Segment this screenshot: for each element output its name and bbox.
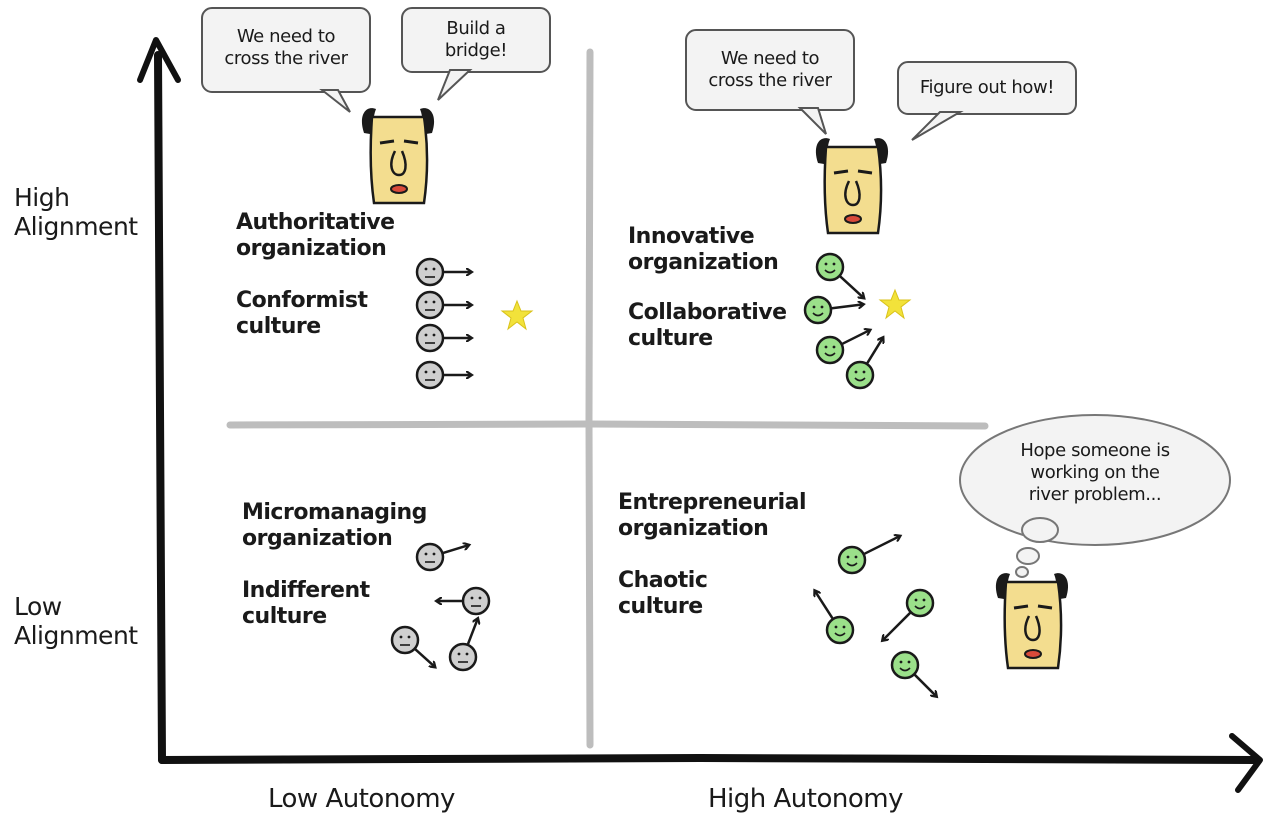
goal-star-icon bbox=[500, 299, 534, 331]
y-axis-arrowhead bbox=[137, 37, 181, 83]
y-axis-low-label: Low Alignment bbox=[14, 592, 138, 650]
bubble-text-tl-1: We need to cross the river bbox=[224, 26, 348, 69]
y-axis-line bbox=[154, 51, 166, 764]
team-member-icon bbox=[845, 338, 883, 390]
team-member-icon bbox=[815, 330, 870, 365]
top-left-culture-label: Conformist culture bbox=[236, 288, 368, 339]
boss-character-icon bbox=[995, 573, 1069, 670]
team-member-icon bbox=[837, 536, 900, 575]
thought-text: Hope someone is working on the river pro… bbox=[1020, 440, 1170, 505]
boss-character-icon bbox=[361, 108, 435, 205]
team-member-icon bbox=[890, 650, 936, 696]
vertical-divider bbox=[585, 48, 594, 749]
team-member-icon bbox=[390, 625, 435, 667]
top-right-organization-label: Innovative organization bbox=[628, 224, 779, 275]
speech-bubble-tl-1 bbox=[201, 7, 371, 113]
boss-character-icon bbox=[815, 138, 889, 235]
team-member-icon bbox=[815, 591, 855, 645]
team-member-icon bbox=[415, 290, 471, 320]
thought-cloud bbox=[959, 414, 1231, 578]
x-axis-high-label: High Autonomy bbox=[708, 784, 904, 814]
bubble-text-tl-2: Build a bridge! bbox=[444, 18, 508, 61]
x-axis-line bbox=[158, 753, 1259, 764]
goal-star-icon bbox=[878, 288, 912, 320]
x-axis-arrowhead bbox=[1229, 733, 1263, 793]
team-member-icon bbox=[437, 586, 491, 616]
team-member-icon bbox=[415, 544, 468, 572]
team-member-icon bbox=[415, 360, 471, 390]
team-members bbox=[390, 252, 936, 696]
speech-bubble-tr-2 bbox=[897, 61, 1077, 141]
bubble-text-tr-1: We need to cross the river bbox=[708, 48, 832, 91]
team-member-icon bbox=[815, 252, 864, 298]
horizontal-divider bbox=[226, 420, 989, 430]
team-member-icon bbox=[803, 295, 863, 325]
bottom-right-culture-label: Chaotic culture bbox=[618, 568, 708, 619]
team-member-icon bbox=[415, 323, 471, 353]
bottom-left-organization-label: Micromanaging organization bbox=[242, 500, 427, 551]
bottom-right-organization-label: Entrepreneurial organization bbox=[618, 490, 807, 541]
team-member-icon bbox=[883, 588, 935, 640]
bottom-left-culture-label: Indifferent culture bbox=[242, 578, 370, 629]
top-left-organization-label: Authoritative organization bbox=[236, 210, 395, 261]
speech-bubble-tr-1 bbox=[685, 29, 855, 135]
top-right-culture-label: Collaborative culture bbox=[628, 300, 787, 351]
x-axis-low-label: Low Autonomy bbox=[268, 784, 455, 814]
team-member-icon bbox=[415, 257, 471, 287]
bubble-text-tr-2: Figure out how! bbox=[919, 77, 1055, 98]
team-member-icon bbox=[448, 619, 478, 672]
y-axis-high-label: High Alignment bbox=[14, 183, 138, 241]
speech-bubble-tl-2 bbox=[401, 7, 551, 101]
